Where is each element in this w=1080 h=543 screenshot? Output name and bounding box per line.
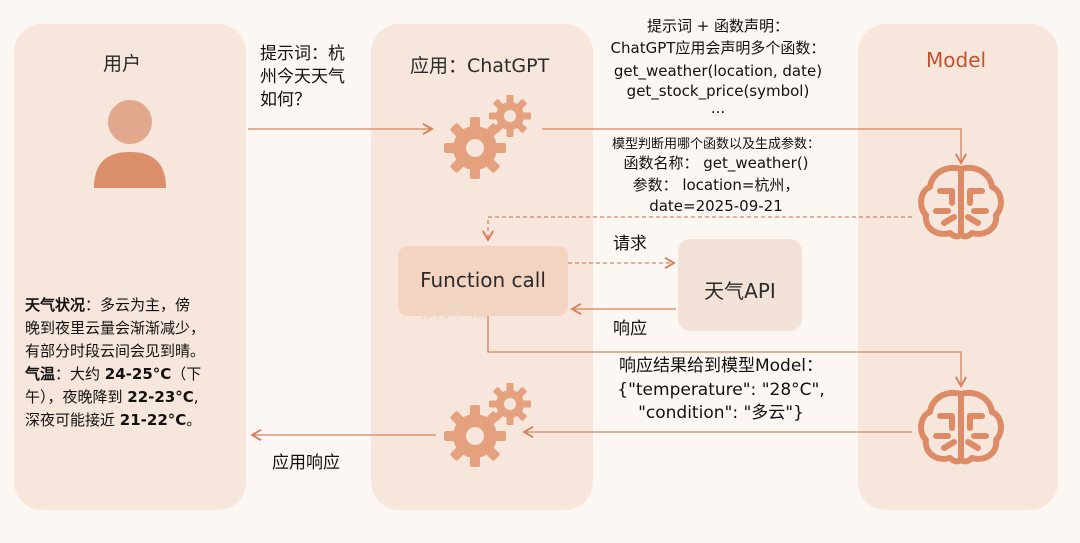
app-panel-title: 应用：ChatGPT [410, 55, 550, 77]
declare-line-1: 提示词 + 函数声明： [646, 17, 790, 35]
user-icon [94, 100, 166, 188]
declare-line-3: get_weather(location, date) [613, 62, 823, 80]
declare-line-2: ChatGPT应用会声明多个函数： [610, 39, 826, 57]
function-call-box [398, 246, 568, 316]
decision-line-3: 参数： location=杭州， [632, 176, 800, 194]
declare-line-5: ... [710, 99, 726, 117]
request-label: 请求 [613, 234, 647, 254]
temp-label: 气温 [25, 365, 56, 383]
brain-icon-bottom [918, 390, 1004, 465]
arrow-app-to-model [542, 128, 968, 165]
decision-line-4: date=2025-09-21 [649, 197, 783, 215]
prompt-line-3: 如何？ [260, 90, 311, 110]
prompt-line-1: 提示词：杭 [260, 44, 345, 64]
weather-answer-line-6: 深夜可能接近 21-22°C。 [25, 411, 202, 429]
app-response-label: 应用响应 [272, 453, 340, 473]
weather-answer-line-4: 气温：大约 24-25°C（下 [25, 365, 202, 383]
response-label: 响应 [613, 319, 647, 339]
arrow-model-to-function-call [481, 216, 912, 242]
decision-line-2: 函数名称： get_weather() [623, 154, 809, 172]
weather-api-box [678, 239, 802, 331]
prompt-line-2: 州今天天气 [260, 67, 345, 87]
weather-api-label: 天气API [704, 279, 776, 303]
model-panel-title: Model [926, 48, 987, 72]
user-panel-title: 用户 [103, 53, 142, 75]
result-line-3: "condition": "多云"} [638, 403, 804, 423]
weather-answer-line-5: 午），夜晚降到 22-23°C, [25, 388, 199, 406]
weather-status-label: 天气状况 [25, 296, 86, 314]
gears-icon [444, 95, 531, 179]
brain-icon [918, 165, 1004, 240]
result-line-2: {"temperature": "28°C", [617, 380, 825, 400]
gears-icon-bottom [444, 383, 531, 467]
decision-line-1: 模型判断用哪个函数以及生成参数： [611, 137, 820, 152]
weather-answer-line-3: 有部分时段云间会见到晴。 [25, 342, 206, 360]
result-line-1: 响应结果给到模型Model： [618, 356, 824, 376]
function-call-label: Function call [420, 268, 546, 292]
declare-line-4: get_stock_price(symbol) [626, 82, 810, 100]
weather-answer-line-1: 天气状况：多云为主，傍 [25, 296, 191, 314]
arrow-result-to-model [487, 316, 968, 388]
watermark: 核舞嘁 [418, 298, 491, 323]
weather-answer-line-2: 晚到夜里云量会渐渐减少， [25, 319, 206, 337]
